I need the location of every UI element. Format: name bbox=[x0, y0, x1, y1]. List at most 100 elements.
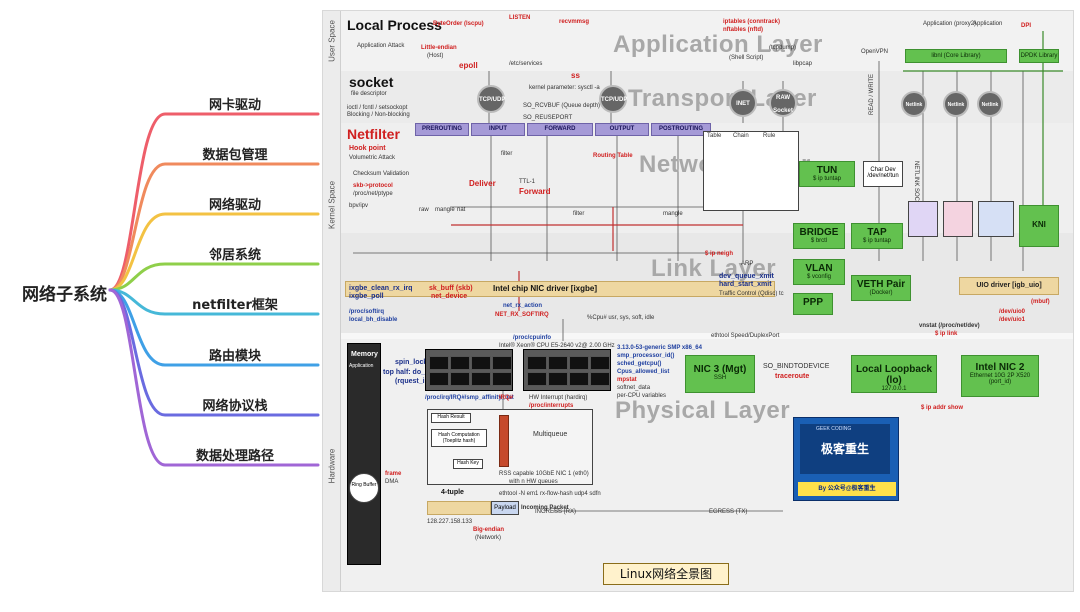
tcp-recv-label: TCP/UDP bbox=[479, 97, 506, 103]
incoming-packet-label: Incoming Packet bbox=[521, 505, 569, 511]
chain-header: Chain bbox=[733, 133, 749, 139]
local-bh-disable-label: local_bh_disable bbox=[349, 317, 398, 323]
spin-lock-label: spin_lock bbox=[395, 359, 428, 366]
shell-script: (Shell Script) bbox=[729, 55, 764, 61]
user-space-band: User Space bbox=[323, 11, 341, 71]
local-loopback-box: Local Loopback (lo)127.0.0.1 bbox=[851, 355, 937, 393]
netlink-circle-1: Netlink bbox=[901, 91, 927, 117]
nic2-sub: Ethernet 10G 2P X520 bbox=[969, 373, 1031, 379]
sk-buff-label: sk_buff (skb) bbox=[429, 285, 473, 292]
inet-label: INET bbox=[736, 101, 750, 107]
netlink-circle-2: Netlink bbox=[943, 91, 969, 117]
mind-map-branch-line bbox=[108, 162, 320, 292]
memory-panel bbox=[347, 343, 381, 565]
dpi-label: DPI bbox=[1021, 23, 1032, 29]
cpu-core bbox=[569, 356, 589, 370]
mind-map-branch-line bbox=[108, 212, 320, 292]
sysctl-label: kernel parameter: sysctl -a bbox=[529, 85, 600, 91]
smp-processor-label: smp_processor_id() bbox=[617, 353, 675, 359]
routing-subsystem-box-1 bbox=[908, 201, 938, 237]
mangle-label: mangle bbox=[435, 207, 455, 213]
raw-label: raw bbox=[419, 207, 429, 213]
etc-services: /etc/services bbox=[509, 61, 543, 67]
branch-data-path: 数据处理路径 bbox=[195, 449, 274, 464]
bridge-sub: $ brctl bbox=[810, 238, 828, 244]
read-write-label: READ / WRITE bbox=[869, 73, 875, 115]
tcp-send-label: TCP/UDP bbox=[601, 97, 628, 103]
filter-label-input: filter bbox=[501, 151, 513, 157]
cpu-core bbox=[548, 372, 568, 386]
cpu-socket-1 bbox=[523, 349, 611, 391]
link-layer-title: Link Layer bbox=[651, 255, 777, 282]
memory-title: Memory bbox=[351, 351, 378, 358]
application-attack: Application Attack bbox=[357, 43, 405, 49]
egress-label: EGRESS (TX) bbox=[709, 509, 748, 515]
iptables-label: iptables (conntrack) bbox=[723, 19, 781, 25]
cpus-allowed-label: Cpus_allowed_list bbox=[617, 369, 670, 375]
branch-nic-driver: 网卡驱动 bbox=[208, 98, 261, 113]
softnet-data-label: softnet_data bbox=[617, 385, 651, 391]
nic3-label: NIC 3 (Mgt) bbox=[693, 364, 747, 375]
table-header: Table bbox=[707, 133, 722, 139]
bpf-ipv: bpv/ipv bbox=[349, 203, 369, 209]
little-endian: Little-endian bbox=[421, 45, 457, 51]
mind-map-connectors bbox=[108, 112, 320, 467]
routing-table-label: Routing Table bbox=[593, 153, 633, 159]
network-label: (Network) bbox=[475, 535, 502, 541]
hash-computation-box: Hash Computation (Toeplitz hash) bbox=[431, 429, 487, 447]
forward-route-label: Forward bbox=[519, 187, 551, 196]
payload-box: Payload bbox=[491, 501, 519, 515]
openvpn-label: OpenVPN bbox=[861, 49, 889, 55]
nic3-box: NIC 3 (Mgt)SSH bbox=[685, 355, 755, 393]
ip-neigh-label: $ ip neigh bbox=[705, 251, 734, 257]
cpu-core bbox=[590, 356, 610, 370]
cpu-core bbox=[492, 356, 512, 370]
per-cpu-label: per-CPU variables bbox=[617, 393, 667, 399]
payload-label: Payload bbox=[494, 505, 516, 511]
nat-label: nat bbox=[457, 207, 466, 213]
veth-box: VETH Pair(Docker) bbox=[851, 275, 911, 301]
netlink-label-3: Netlink bbox=[981, 102, 999, 108]
loopback-ip: 127.0.0.1 bbox=[881, 386, 907, 392]
kni-label: KNI bbox=[1032, 220, 1046, 229]
cpu-core bbox=[590, 372, 610, 386]
core-library-box: libnl (Core Library) bbox=[905, 49, 1007, 63]
cpu-core bbox=[429, 372, 449, 386]
frame-label: frame bbox=[385, 471, 402, 477]
hash-key-box: Hash Key bbox=[453, 459, 483, 469]
mbuf-label: (mbuf) bbox=[1031, 299, 1050, 305]
arp-label: ARP bbox=[741, 261, 754, 267]
netlink-label-1: Netlink bbox=[905, 102, 923, 108]
local-process-title: Local Process bbox=[347, 17, 442, 33]
linux-network-panorama: User Space Kernel Space Hardware bbox=[322, 10, 1074, 592]
tun-box: TUN$ ip tuntap bbox=[799, 161, 855, 187]
dpdk-library-label: DPDK Library bbox=[1020, 53, 1058, 59]
nftables-label: nftables (nftd) bbox=[723, 27, 763, 33]
tcp-send-circle: TCP/UDP bbox=[599, 85, 627, 113]
ring-buffer-circle: Ring Buffer bbox=[349, 473, 379, 503]
ethtool-speed-label: ethtool Speed/DuplexPort bbox=[711, 333, 780, 339]
hardware-band: Hardware bbox=[323, 339, 341, 591]
dma-label: DMA bbox=[385, 479, 399, 485]
tcp-recv-circle: TCP/UDP bbox=[477, 85, 505, 113]
nic2-label: Intel NIC 2 bbox=[975, 362, 1025, 373]
volumetric-attack: Volumetric Attack bbox=[349, 155, 396, 161]
bridge-label: BRIDGE bbox=[799, 227, 839, 238]
geek-logo-caption: By 公众号@极客重生 bbox=[798, 482, 896, 496]
geek-logo-panel: 极客重生 GEEK CODING By 公众号@极客重生 bbox=[793, 417, 899, 501]
mind-map-branch-line bbox=[108, 288, 320, 467]
traffic-control-label: Traffic Control (Qdisc) tc bbox=[719, 291, 784, 297]
inet-circle: INET bbox=[729, 89, 757, 117]
mind-map-root: 网络子系统 bbox=[22, 285, 107, 305]
mpstat-label: mpstat bbox=[617, 377, 637, 383]
core-library-label: libnl (Core Library) bbox=[931, 53, 981, 59]
tun-label: TUN bbox=[816, 165, 838, 176]
dev-net-tun-label: /dev/net/tun bbox=[867, 173, 899, 179]
uio-driver-bar: UIO driver [igb_uio] bbox=[959, 277, 1059, 295]
tcpdump-label: (tcpdump) bbox=[769, 45, 797, 51]
bridge-box: BRIDGE$ brctl bbox=[793, 223, 845, 249]
hook-point-label: Hook point bbox=[349, 145, 386, 152]
checksum-validation: Checksum Validation bbox=[353, 171, 409, 177]
mind-map-branch-line bbox=[108, 262, 320, 292]
